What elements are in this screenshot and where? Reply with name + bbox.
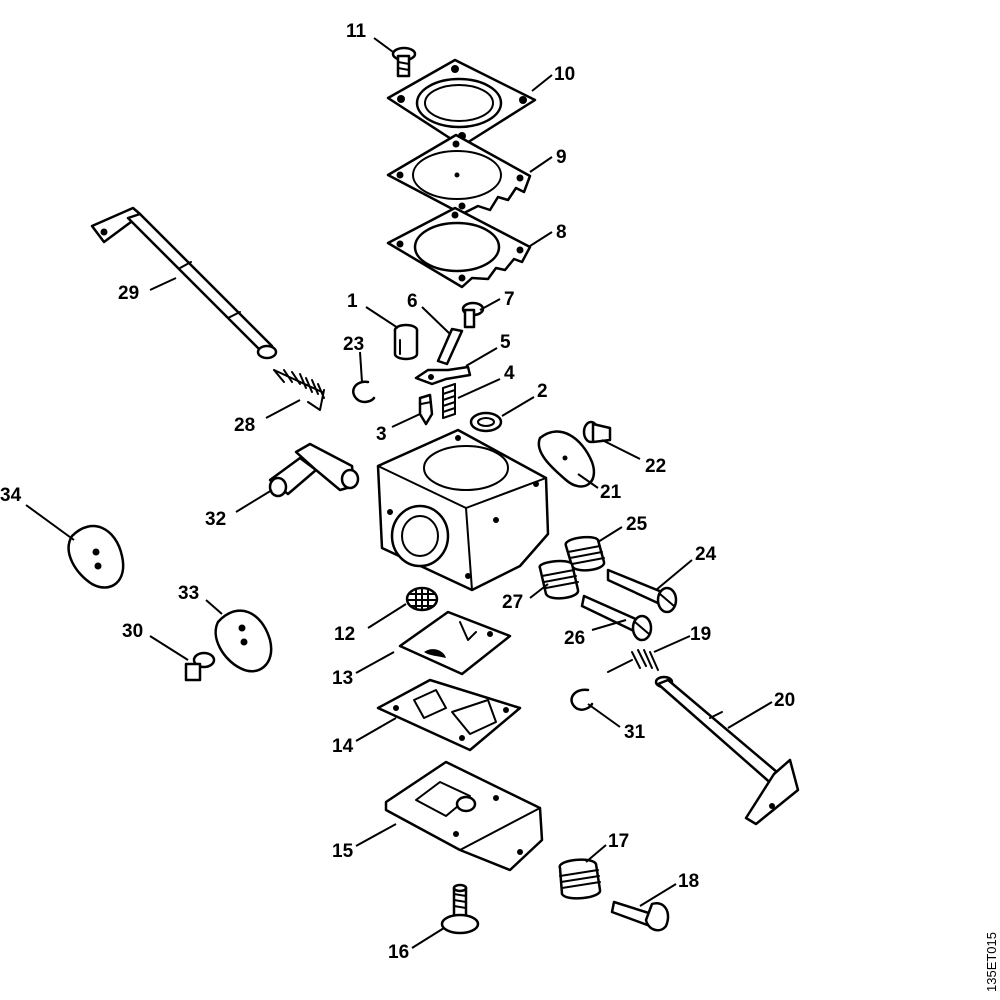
callout-10: 10 (554, 64, 575, 85)
callout-21: 21 (600, 482, 622, 503)
part-25-spring (564, 535, 606, 572)
callout-14: 14 (332, 736, 354, 757)
part-8-gasket (386, 206, 532, 289)
part-23-circlip (352, 380, 376, 404)
callout-7: 7 (504, 289, 515, 310)
part-19-spring (607, 649, 659, 673)
part-32-elbow-fitting (268, 442, 360, 498)
part-18-screw (610, 900, 670, 932)
part-11-screw (391, 46, 417, 78)
part-28-torsion-spring (273, 369, 325, 411)
part-16-screw (440, 883, 480, 935)
part-17-spring (558, 858, 602, 900)
part-26-adjusting-screw (580, 594, 653, 642)
part-3-inlet-needle (418, 393, 434, 426)
part-1-plug (393, 323, 419, 361)
part-24-adjusting-screw (606, 568, 678, 614)
part-2-washer (469, 411, 503, 433)
callout-26: 26 (564, 628, 585, 649)
callout-23: 23 (343, 334, 364, 355)
part-10-cover-plate (386, 58, 537, 148)
callout-labels: 11 10 9 8 7 6 1 5 4 2 3 23 29 28 32 22 2… (0, 21, 795, 963)
callout-27: 27 (502, 592, 523, 613)
callout-25: 25 (626, 514, 648, 535)
part-22-screw (582, 420, 612, 444)
callout-34: 34 (0, 485, 22, 506)
part-14-metering-gasket (376, 678, 522, 752)
callout-2: 2 (537, 381, 548, 402)
leader-lines (25, 37, 773, 949)
callout-5: 5 (500, 332, 511, 353)
callout-4: 4 (504, 363, 515, 384)
part-4-spring (442, 383, 456, 419)
part-34-cover-plate (67, 524, 125, 589)
callout-33: 33 (178, 583, 199, 604)
callout-13: 13 (332, 668, 353, 689)
part-15-end-cover (384, 760, 544, 872)
callout-6: 6 (407, 291, 418, 312)
part-12-strainer (405, 586, 439, 612)
callout-15: 15 (332, 841, 354, 862)
callout-20: 20 (774, 690, 795, 711)
callout-8: 8 (556, 222, 567, 243)
callout-18: 18 (678, 871, 699, 892)
callout-1: 1 (347, 291, 358, 312)
callout-9: 9 (556, 147, 567, 168)
part-30-screw (184, 651, 216, 682)
callout-19: 19 (690, 624, 711, 645)
callout-30: 30 (122, 621, 143, 642)
callout-12: 12 (334, 624, 355, 645)
part-7-screw (461, 301, 485, 329)
part-31-circlip (570, 688, 594, 711)
part-29-choke-shaft (90, 206, 278, 360)
callout-11: 11 (346, 21, 367, 42)
part-6-pin (436, 327, 464, 366)
callout-24: 24 (695, 544, 717, 565)
part-27-spring (538, 559, 580, 600)
callout-22: 22 (645, 456, 666, 477)
part-33-cover-plate (214, 609, 273, 673)
part-5-control-lever (414, 365, 472, 386)
callout-3: 3 (376, 424, 387, 445)
callout-29: 29 (118, 283, 139, 304)
callout-31: 31 (624, 722, 646, 743)
part-9-pump-diaphragm (386, 133, 532, 216)
part-13-gasket (398, 610, 512, 676)
callout-17: 17 (608, 831, 629, 852)
callout-32: 32 (205, 509, 226, 530)
callout-16: 16 (388, 942, 409, 963)
part-20-throttle-shaft (654, 675, 800, 826)
carburetor-body (376, 428, 550, 592)
callout-28: 28 (234, 415, 255, 436)
figure-reference-code: 135ET015 (984, 932, 999, 992)
